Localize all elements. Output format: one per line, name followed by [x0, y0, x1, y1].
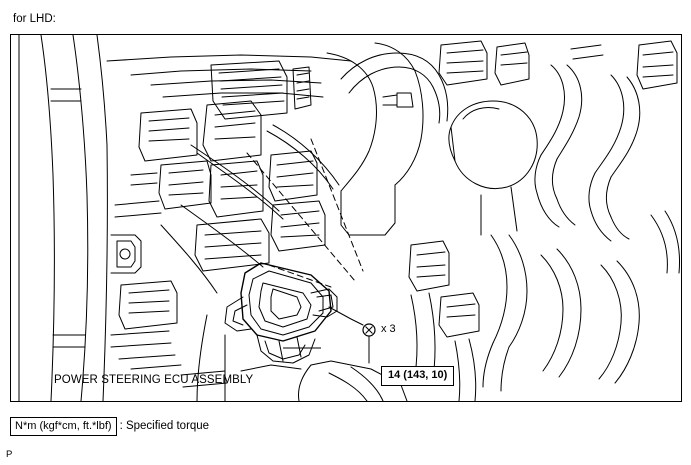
illustration-frame: x 3 14 (143, 10) POWER STEERING ECU ASSE…: [10, 34, 682, 402]
legend-description: : Specified torque: [119, 420, 210, 432]
torque-value-box: 14 (143, 10): [381, 366, 455, 386]
page-title: for LHD:: [13, 13, 56, 25]
bolt-count-label: x 3: [381, 323, 396, 335]
engine-compartment-illustration: [18, 35, 680, 401]
callout-power-steering-ecu-assembly: POWER STEERING ECU ASSEMBLY: [54, 374, 254, 386]
page-mark: P: [6, 449, 13, 460]
legend: N*m (kgf*cm, ft.*lbf) : Specified torque: [10, 417, 209, 436]
bolt-head-icon: [362, 323, 376, 337]
legend-unit-box: N*m (kgf*cm, ft.*lbf): [10, 417, 117, 436]
